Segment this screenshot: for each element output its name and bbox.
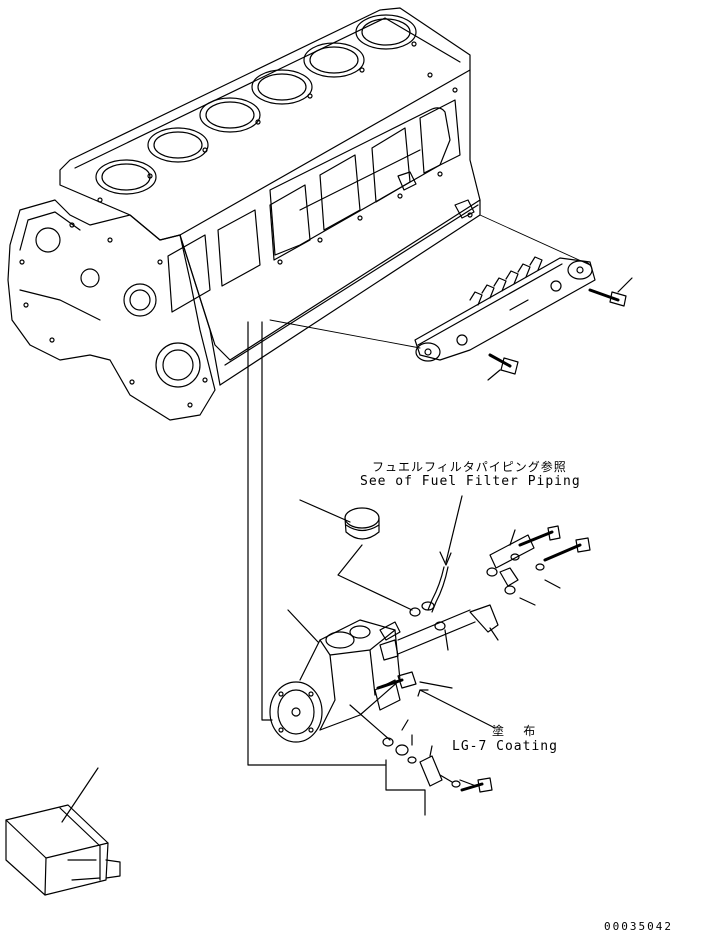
piping-parts: [397, 495, 591, 655]
engine-block: [7, 7, 481, 421]
cap-plug: [299, 499, 413, 611]
coating-note-en: LG-7 Coating: [452, 739, 558, 754]
connection-lines: [247, 321, 386, 766]
special-tool: [5, 767, 121, 896]
coated-bolt: [349, 671, 496, 741]
coating-note-jp: 塗 布: [492, 724, 542, 738]
fuel-filter-reference-jp: フュエルフィルタパイピング参照: [372, 460, 567, 474]
fuel-rail: [269, 214, 633, 381]
fuel-filter-reference-en: See of Fuel Filter Piping: [360, 474, 581, 489]
lower-fittings: [382, 719, 493, 816]
drawing-number: 00035042: [604, 920, 673, 933]
fuel-supply-pump: [269, 609, 401, 743]
